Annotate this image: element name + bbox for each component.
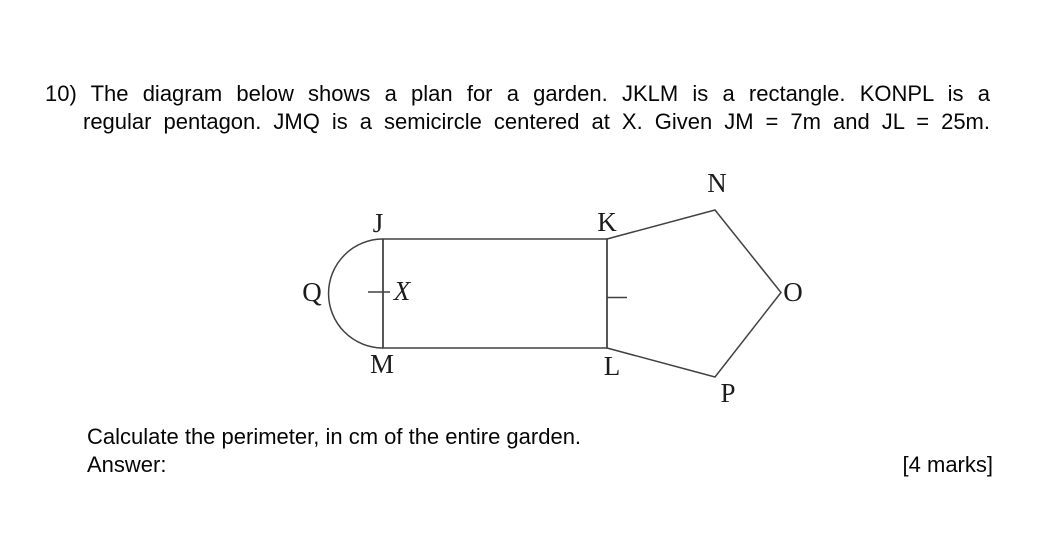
center-label-x: X [393, 276, 412, 306]
vertex-label-k: K [597, 207, 617, 237]
marks-badge: [4 marks] [902, 452, 993, 477]
question-footer: Calculate the perimeter, in cm of the en… [87, 423, 993, 479]
answer-row: Answer: [4 marks] [87, 451, 993, 479]
vertex-label-o: O [783, 277, 803, 307]
vertex-label-m: M [370, 349, 394, 379]
question-line-2: regular pentagon. JMQ is a semicircle ce… [83, 109, 990, 134]
question-text: 10) The diagram below shows a plan for a… [45, 80, 990, 136]
question-line-1: 10) The diagram below shows a plan for a… [45, 81, 990, 106]
instruction-text: Calculate the perimeter, in cm of the en… [87, 424, 582, 449]
vertex-label-j: J [373, 208, 384, 238]
pentagon-konpl [606, 209, 782, 378]
vertex-label-n: N [707, 168, 727, 198]
vertex-label-p: P [720, 378, 735, 408]
semicircle-jmq [327, 238, 384, 349]
rectangle-jklm [382, 238, 608, 349]
answer-label: Answer: [87, 452, 167, 477]
vertex-label-q: Q [302, 277, 322, 307]
vertex-label-l: L [604, 351, 621, 381]
